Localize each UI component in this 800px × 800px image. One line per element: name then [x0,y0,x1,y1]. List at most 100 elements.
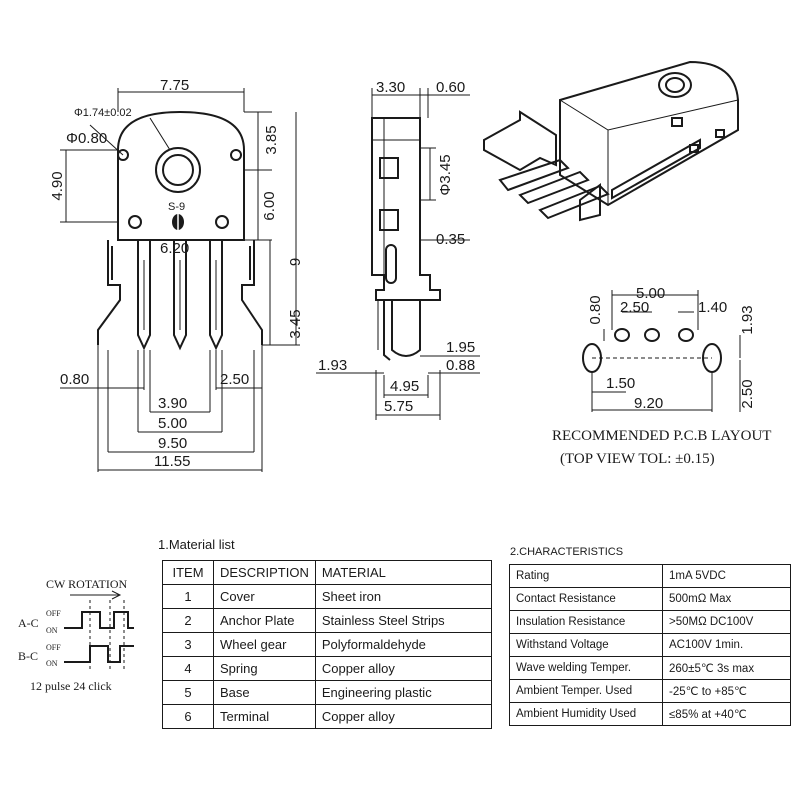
cell-item: 2 [162,608,214,633]
table-row: Insulation Resistance >50MΩ DC100V [509,610,791,634]
cell-value: -25℃ to +85℃ [662,679,791,703]
cell-parameter: Contact Resistance [509,587,663,611]
dim-side-top-right: 0.60 [436,79,465,96]
cell-parameter: Ambient Humidity Used [509,702,663,726]
dim-side-right-step: 0.35 [436,231,465,248]
dim-front-hole-small: Φ1.74±0.02 [74,107,132,119]
dim-front-inner-width: 6.20 [160,240,189,257]
side-view: 3.30 0.60 Φ3.45 0.35 1.93 1.95 0.88 4.95… [316,79,480,420]
characteristics-table: Rating 1mA 5VDC Contact Resistance 500mΩ… [509,564,791,726]
dim-front-right-lower: 3.45 [287,309,304,338]
cell-value: 500mΩ Max [662,587,791,611]
dim-side-total-width: 5.75 [384,398,413,415]
cell-parameter: Ambient Temper. Used [509,679,663,703]
dim-front-right-upper: 3.85 [263,125,280,154]
header-description: DESCRIPTION [213,560,316,585]
cell-value: >50MΩ DC100V [662,610,791,634]
dim-pcb-slot-width: 1.40 [698,299,727,316]
timing-title: CW ROTATION [46,577,127,591]
cell-description: Terminal [213,704,316,729]
pcb-layout: 5.00 2.50 1.40 0.80 1.93 1.50 2.50 9.20 … [552,285,771,467]
table-row: 1 Cover Sheet iron [162,584,493,609]
dim-pcb-hole-height: 0.80 [587,295,604,324]
dim-pcb-pitch: 2.50 [620,299,649,316]
dim-side-lower-right-b: 0.88 [446,357,475,374]
cell-item: 6 [162,704,214,729]
timing-a-on: ON [46,626,58,635]
dim-pcb-width-top: 5.00 [636,285,665,302]
dim-pcb-row-spacing: 1.93 [739,305,756,334]
table-row: 5 Base Engineering plastic [162,680,493,705]
dim-front-center-marking: S-9 [168,201,185,213]
dim-side-base-width: 4.95 [390,378,419,395]
table-row: Withstand Voltage AC100V 1min. [509,633,791,657]
table-row: Contact Resistance 500mΩ Max [509,587,791,611]
isometric-view [483,60,739,222]
dim-side-lower-right-a: 1.95 [446,339,475,356]
dim-front-right-pin-offset: 2.50 [220,371,249,388]
cell-description: Wheel gear [213,632,316,657]
characteristics-title: 2.CHARACTERISTICS [510,546,624,558]
dim-side-top-left: 3.30 [376,79,405,96]
dim-front-left-height: 4.90 [49,171,66,200]
table-row: 6 Terminal Copper alloy [162,704,493,729]
cell-material: Stainless Steel Strips [314,608,493,633]
dim-front-pin-span-mid: 5.00 [158,415,187,432]
material-list-title: 1.Material list [158,537,235,552]
material-list-table: ITEM DESCRIPTION MATERIAL 1 Cover Sheet … [162,560,493,729]
cell-material: Polyformaldehyde [314,632,493,657]
dim-side-hole-dia: Φ3.45 [437,154,454,195]
cell-value: 260±5℃ 3s max [662,656,791,680]
cell-material: Engineering plastic [314,680,493,705]
dim-front-total-width: 11.55 [154,453,190,470]
cell-value: AC100V 1min. [662,633,791,657]
cell-parameter: Rating [509,564,663,588]
dim-pcb-height: 2.50 [739,379,756,408]
table-row: Ambient Humidity Used ≤85% at +40℃ [509,702,791,726]
cell-value: ≤85% at +40℃ [662,702,791,726]
timing-channel-a: A-C [18,616,39,630]
cell-parameter: Withstand Voltage [509,633,663,657]
table-row: 2 Anchor Plate Stainless Steel Strips [162,608,493,633]
table-row: Ambient Temper. Used -25℃ to +85℃ [509,679,791,703]
cell-item: 1 [162,584,214,609]
cell-material: Sheet iron [314,584,493,609]
cell-value: 1mA 5VDC [662,564,791,588]
cell-item: 5 [162,680,214,705]
header-material: MATERIAL [314,560,493,585]
dim-front-top-width: 7.75 [160,77,189,94]
timing-b-on: ON [46,659,58,668]
pcb-layout-subtitle: (TOP VIEW TOL: ±0.15) [560,451,715,467]
dim-front-right-total: 9 [287,258,304,266]
dim-front-pin-span-outer: 9.50 [158,435,187,452]
table-row: Wave welding Temper. 260±5℃ 3s max [509,656,791,680]
timing-caption: 12 pulse 24 click [30,679,112,693]
timing-b-off: OFF [46,643,61,652]
table-header-row: ITEM DESCRIPTION MATERIAL [162,560,493,585]
timing-channel-b: B-C [18,649,38,663]
dim-front-hole-large: Φ0.80 [66,130,107,147]
header-item: ITEM [162,560,214,585]
table-row: 3 Wheel gear Polyformaldehyde [162,632,493,657]
cell-description: Base [213,680,316,705]
table-row: 4 Spring Copper alloy [162,656,493,681]
timing-diagram: CW ROTATION A-C OFF ON B-C OFF ON 12 pul… [18,577,134,693]
cell-parameter: Insulation Resistance [509,610,663,634]
timing-a-off: OFF [46,609,61,618]
cell-item: 3 [162,632,214,657]
cell-description: Spring [213,656,316,681]
dim-pcb-total-width: 9.20 [634,395,663,412]
cell-description: Anchor Plate [213,608,316,633]
pcb-layout-title: RECOMMENDED P.C.B LAYOUT [552,428,771,444]
dim-side-left-offset: 1.93 [318,357,347,374]
cell-material: Copper alloy [314,704,493,729]
dim-front-pin-span-inner: 3.90 [158,395,187,412]
table-row: Rating 1mA 5VDC [509,564,791,588]
cell-description: Cover [213,584,316,609]
dim-front-right-mid: 6.00 [261,191,278,220]
front-view: 7.75 Φ1.74±0.02 Φ0.80 3.85 4.90 S-9 6.00… [49,77,304,472]
cell-item: 4 [162,656,214,681]
dim-front-left-pin-offset: 0.80 [60,371,89,388]
cell-parameter: Wave welding Temper. [509,656,663,680]
